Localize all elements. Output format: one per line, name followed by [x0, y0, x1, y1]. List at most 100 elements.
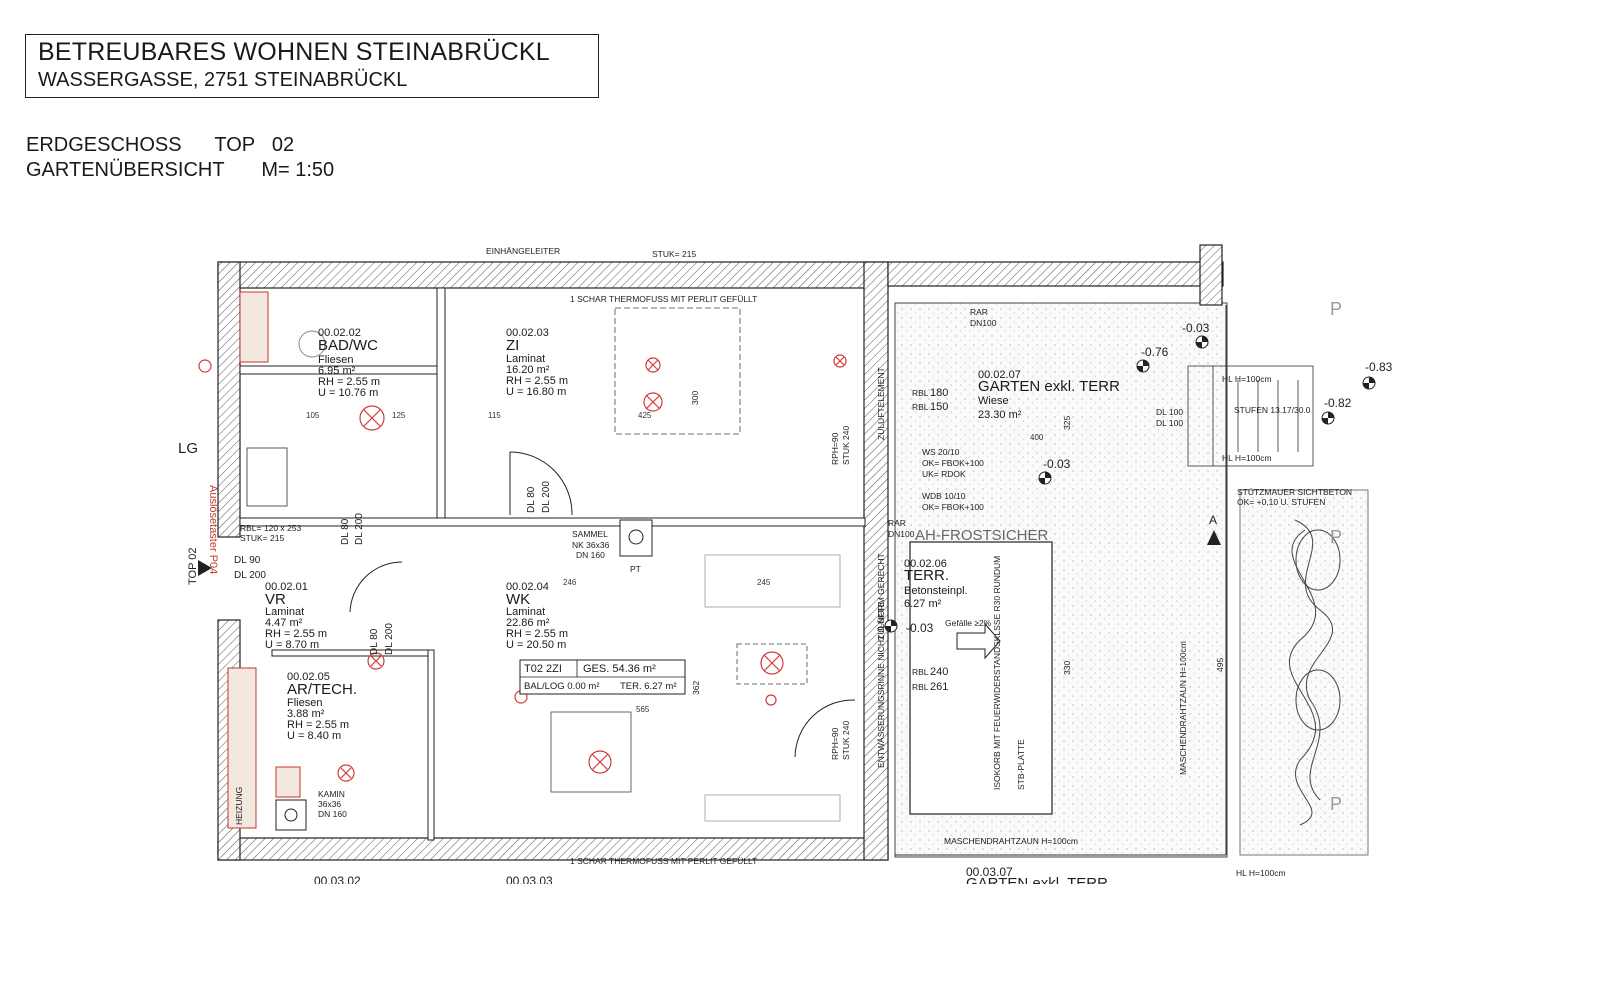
window-heating [227, 667, 257, 829]
room-height-zi: RH = 2.55 m [506, 375, 568, 387]
ausloesetaster-label: Auslösetaster P04 [207, 485, 219, 574]
wall-middle [239, 517, 866, 527]
room-area-tech: 3.88 m² [287, 708, 325, 720]
wdb-label: WDB 10/10 [922, 491, 966, 501]
top-number: 02 [271, 134, 295, 156]
planting-strip [1239, 489, 1369, 856]
dim-300: 300 [690, 391, 700, 405]
dl200-zi-label: DL 200 [541, 481, 552, 513]
dl90-label: DL 90 [234, 555, 261, 566]
washbasin-fixture [298, 330, 326, 358]
hl-top-label: HL H=100cm [1222, 374, 1272, 384]
door-zi [509, 451, 573, 516]
dn160-label: DN 160 [576, 550, 605, 560]
wall-garden-north [887, 261, 1224, 287]
room-height-bath: RH = 2.55 m [318, 376, 380, 388]
terrace-area [909, 541, 1053, 815]
pt-label: PT [630, 564, 641, 574]
rbl-180: 180 [930, 387, 948, 399]
section-a-label: A [1209, 513, 1217, 527]
thermofuss-label: 1 SCHAR THERMOFUSS MIT PERLIT GEFÜLLT [570, 294, 757, 304]
room-floor-tech: Fliesen [287, 697, 322, 709]
chimney-box [275, 799, 307, 831]
sofa-outline [736, 643, 808, 685]
room-area-vr: 4.47 m² [265, 617, 303, 629]
wall-south [217, 837, 889, 861]
room-height-vr: RH = 2.55 m [265, 628, 327, 640]
room-floor-terrace: Betonsteinpl. [904, 585, 968, 597]
wall-bath-zi [436, 287, 446, 519]
nk-label: NK 36x36 [572, 540, 610, 550]
kamin-dn-label: DN 160 [318, 809, 347, 819]
lg-label: LG [178, 440, 198, 457]
dl80-ar-label: DL 80 [369, 628, 380, 655]
ceiling-lights [198, 354, 847, 782]
rbl-150: 150 [930, 401, 948, 413]
dn100-2-label: DN100 [888, 529, 915, 539]
dim-245: 245 [757, 578, 771, 587]
chimney-window [275, 766, 301, 798]
scale-label: M= 1:50 [261, 159, 335, 181]
rbl-label-3: RBL [912, 667, 929, 677]
room-id-bath: 00.02.02 [318, 327, 361, 339]
project-title: BETREUBARES WOHNEN STEINABRÜCKL [38, 38, 550, 66]
dim-425: 425 [638, 411, 652, 420]
level-076: -0.76 [1141, 345, 1169, 359]
ok-fbok-label: OK= FBOK+100 [922, 458, 984, 468]
dim-400: 400 [1030, 433, 1044, 442]
summary-unit: T02 2ZI [524, 663, 562, 675]
shaft-box [619, 519, 653, 557]
section-arrow-a [1207, 530, 1221, 545]
room-area-zi: 16.20 m² [506, 364, 550, 376]
einhaengeleiter-label: EINHÄNGELEITER [486, 246, 560, 256]
room-name-terrace: TERR. [904, 567, 949, 584]
dl80-zi-label: DL 80 [526, 486, 537, 513]
sheet-floor-line: ERDGESCHOSS TOP 02 [26, 134, 294, 157]
room-floor-bath: Fliesen [318, 354, 353, 366]
room-floor-vr: Laminat [265, 606, 304, 618]
top-arrow [198, 560, 212, 576]
dl100a-label: DL 100 [1156, 407, 1183, 417]
rph21-label: RPH=90 [830, 727, 840, 760]
dim-105: 105 [306, 411, 320, 420]
kitchen-counter [704, 554, 841, 608]
room-perimeter-wk: U = 20.50 m [506, 639, 566, 651]
rbl120-label: RBL= 120 x 253 [240, 523, 301, 533]
floor-label: ERDGESCHOSS [26, 134, 182, 156]
room-name-vr: VR [265, 591, 286, 608]
wall-north [217, 261, 889, 289]
rbl-label-4: RBL [912, 682, 929, 692]
summary-terrace: TER. 6.27 m² [620, 681, 677, 692]
summary-balcony: BAL/LOG 0.00 m² [524, 681, 600, 692]
room-perimeter-tech: U = 8.40 m [287, 730, 341, 742]
dim-495: 495 [1215, 658, 1225, 672]
room-area-bath: 6.95 m² [318, 365, 356, 377]
room-height-tech: RH = 2.55 m [287, 719, 349, 731]
parking-p3: P [1330, 794, 1342, 814]
dim-362: 362 [691, 681, 701, 695]
exterior-stairs [1187, 365, 1314, 467]
entwaesserung-label: ENTWÄSSERUNGSRINNE NICHT Ö-NORM GERECHT [876, 553, 886, 768]
room-area-wk: 22.86 m² [506, 617, 550, 629]
parking-p2: P [1330, 527, 1342, 547]
thermofuss-label-south: 1 SCHAR THERMOFUSS MIT PERLIT GEFÜLLT [570, 856, 757, 866]
stb-platte-label: STB-PLATTE [1016, 739, 1026, 790]
top-label: TOP [214, 134, 255, 156]
frostsicher-label: AH-FROSTSICHER [915, 527, 1049, 544]
room-id-vr: 00.02.01 [265, 581, 308, 593]
room-name-zi: ZI [506, 337, 519, 354]
wall-garden-corner [1199, 244, 1223, 306]
rbl-label-1: RBL [912, 388, 929, 398]
room-perimeter-zi: U = 16.80 m [506, 386, 566, 398]
room-name-bath: BAD/WC [318, 337, 378, 354]
next-room-3: 00.03.07 [966, 865, 1013, 879]
dl200-label: DL 200 [234, 570, 266, 581]
stuk215-label: STUK= 215 [240, 533, 284, 543]
wall-tech-east [427, 649, 435, 841]
hl-mid-label: HL H=100cm [1222, 453, 1272, 463]
isokorb-label: ISOKORB MIT FEUERWIDERSTANDSKLSSE R30 RU… [992, 556, 1002, 790]
room-name-tech: AR/TECH. [287, 681, 357, 698]
level-082: -0.82 [1324, 396, 1352, 410]
rbl-label-2: RBL [912, 402, 929, 412]
slope-arrow [956, 622, 1001, 660]
